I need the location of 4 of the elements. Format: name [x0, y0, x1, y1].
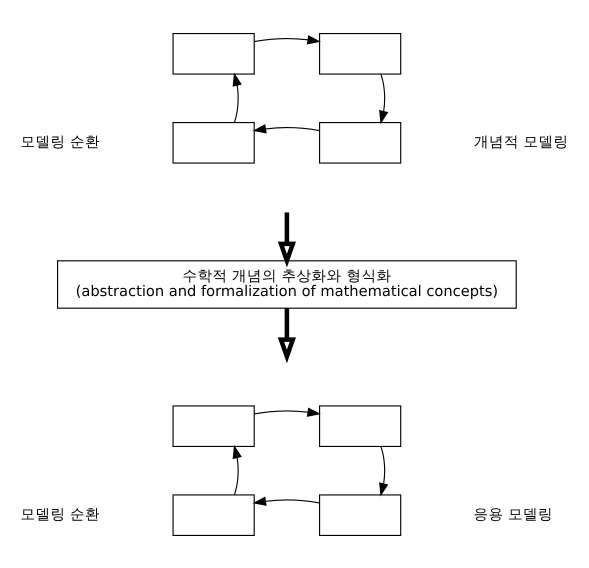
label: 응용 모델링 — [474, 506, 554, 523]
label: 개념적 모델링 — [474, 133, 569, 150]
label: 모델링 순환 — [20, 133, 100, 150]
label: 모델링 순환 — [20, 506, 100, 523]
